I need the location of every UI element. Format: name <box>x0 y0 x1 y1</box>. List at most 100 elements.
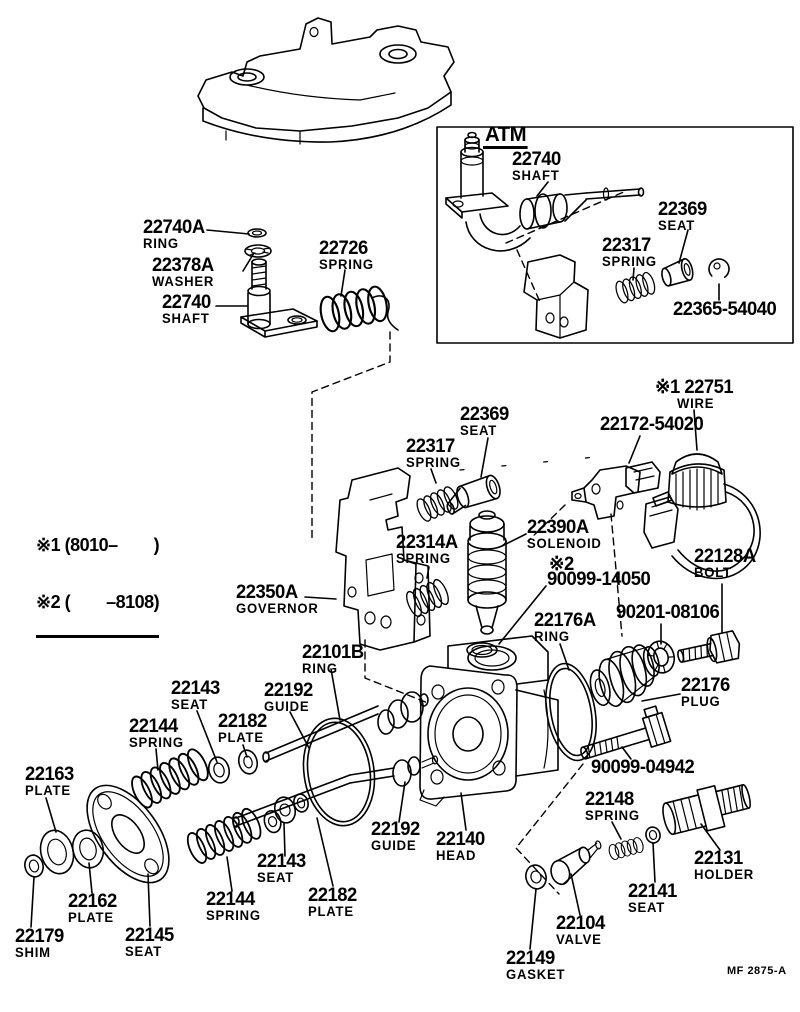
leader-lines <box>30 181 723 950</box>
label-22143-seat-lower: 22143 SEAT <box>257 851 307 885</box>
part-gasket-22149 <box>525 864 547 890</box>
part-number: 22369 <box>460 404 509 425</box>
part-plate-22182-upper <box>237 749 259 775</box>
label-22148-spring: 22148 SPRING <box>585 789 642 822</box>
part-number: 22149 <box>506 948 555 969</box>
part-name: SPRING <box>129 735 184 750</box>
part-number: 22101B <box>302 642 364 663</box>
part-ring-22740a <box>247 228 267 238</box>
ref-mark: ※2 <box>549 554 574 575</box>
part-number: 22740 <box>162 292 211 313</box>
part-name: HOLDER <box>694 867 754 882</box>
part-number: 22144 <box>206 889 255 910</box>
label-22314a-spring: 22314A SPRING <box>396 532 460 566</box>
part-name: SPRING <box>602 254 657 269</box>
atm-variant-box <box>436 126 794 344</box>
label-22176-plug: 22176 PLUG <box>681 676 731 708</box>
part-wire-22751 <box>643 453 761 580</box>
label-22369-seat: 22369 SEAT <box>460 404 510 437</box>
variant-title: ATM <box>483 124 529 149</box>
part-atm-spring-22317 <box>613 270 658 305</box>
label-atm-22369-seat: 22369 SEAT <box>658 200 708 232</box>
part-number: 22176A <box>534 610 596 631</box>
label-22176a-ring: 22176A RING <box>534 610 598 644</box>
part-number: 22148 <box>585 789 634 810</box>
label-atm-22317-spring: 22317 SPRING <box>602 235 659 269</box>
label-22143-seat-upper: 22143 SEAT <box>171 679 221 712</box>
part-seat-22143-lower <box>263 796 297 834</box>
part-number: 22162 <box>68 891 117 912</box>
legend-line-1: ※1 (8010– ) <box>36 535 160 555</box>
part-spring-22144-upper <box>126 745 213 812</box>
part-number: 22179 <box>15 926 64 947</box>
part-number: 22143 <box>257 851 306 872</box>
part-name: SPRING <box>406 455 461 470</box>
label-90099-04942: 90099-04942 <box>591 758 698 777</box>
label-22131-holder: 22131 HOLDER <box>694 849 756 882</box>
part-atm-shaft-assembly <box>445 131 645 252</box>
label-atm-22740-shaft: 22740 SHAFT <box>512 150 562 182</box>
part-number: 22104 <box>556 913 605 934</box>
part-name: WASHER <box>152 274 215 289</box>
label-atm-title: ATM <box>483 124 529 149</box>
part-name: GOVERNOR <box>236 601 319 616</box>
part-atm-bracket <box>523 254 589 339</box>
part-number: 22163 <box>25 764 74 785</box>
part-plug-22176 <box>589 644 660 708</box>
part-name: RING <box>143 236 179 251</box>
part-number: 22740A <box>143 217 205 238</box>
part-number: 22350A <box>236 582 298 603</box>
part-number: 22192 <box>371 819 420 840</box>
label-22172-54020: 22172-54020 <box>600 415 707 434</box>
part-name: SPRING <box>396 551 451 566</box>
part-number: 22314A <box>396 532 458 553</box>
part-washer-22378a <box>244 244 272 258</box>
part-number: 22317 <box>602 235 651 256</box>
part-name: PLATE <box>25 783 71 798</box>
part-number: 90099-14050 <box>547 569 651 590</box>
part-bolt-90099-04942 <box>580 705 672 760</box>
label-22726-spring: 22726 SPRING <box>319 238 376 271</box>
label-22101b-ring: 22101B RING <box>302 642 366 675</box>
label-22378a-washer: 22378A WASHER <box>152 256 216 289</box>
label-22179-shim: 22179 SHIM <box>15 926 65 959</box>
part-number: 22726 <box>319 238 368 259</box>
part-name: BOLT <box>694 565 732 580</box>
part-number: 22192 <box>264 680 313 701</box>
label-22182-plate-upper: 22182 PLATE <box>218 711 268 744</box>
part-name: RING <box>534 629 570 644</box>
label-22740a-ring: 22740A RING <box>143 217 207 251</box>
legend-production-range: ※1 (8010– ) ※2 ( –8108) <box>36 498 160 638</box>
label-22141-seat: 22141 SEAT <box>628 882 678 915</box>
part-valve-22104 <box>550 840 602 886</box>
part-name: SEAT <box>628 900 666 915</box>
part-plunger-rod-lower <box>232 755 439 828</box>
part-bracket-22172-54020 <box>571 461 661 520</box>
part-number: 22182 <box>308 885 357 906</box>
label-22162-plate: 22162 PLATE <box>68 891 118 924</box>
part-plate-22182-lower <box>293 793 309 813</box>
label-22182-plate-lower: 22182 PLATE <box>308 885 358 918</box>
label-22104-valve: 22104 VALVE <box>556 913 606 946</box>
part-name: WIRE <box>677 396 715 411</box>
label-22145-seat: 22145 SEAT <box>125 926 175 958</box>
part-number: ※1 22751 <box>655 377 734 398</box>
part-plate-22163 <box>39 829 75 875</box>
part-spring-22148 <box>606 835 646 862</box>
label-22144-spring-lower: 22144 SPRING <box>206 889 263 922</box>
part-name: SHAFT <box>162 311 210 326</box>
part-plunger-rod-upper <box>262 691 429 763</box>
label-90099-14050: 90099-14050 <box>547 569 654 590</box>
label-22140-head: 22140 HEAD <box>436 830 486 863</box>
part-name: HEAD <box>436 848 477 863</box>
part-name: SEAT <box>171 697 209 712</box>
part-name: SEAT <box>257 870 295 885</box>
label-22390a-solenoid: 22390A SOLENOID <box>527 518 604 550</box>
label-90201-08106: 90201-08106 <box>616 602 723 623</box>
part-number: 90201-08106 <box>616 602 720 623</box>
part-number: 22182 <box>218 711 267 732</box>
part-governor-22350a <box>335 467 431 651</box>
part-number: 22317 <box>406 436 455 457</box>
